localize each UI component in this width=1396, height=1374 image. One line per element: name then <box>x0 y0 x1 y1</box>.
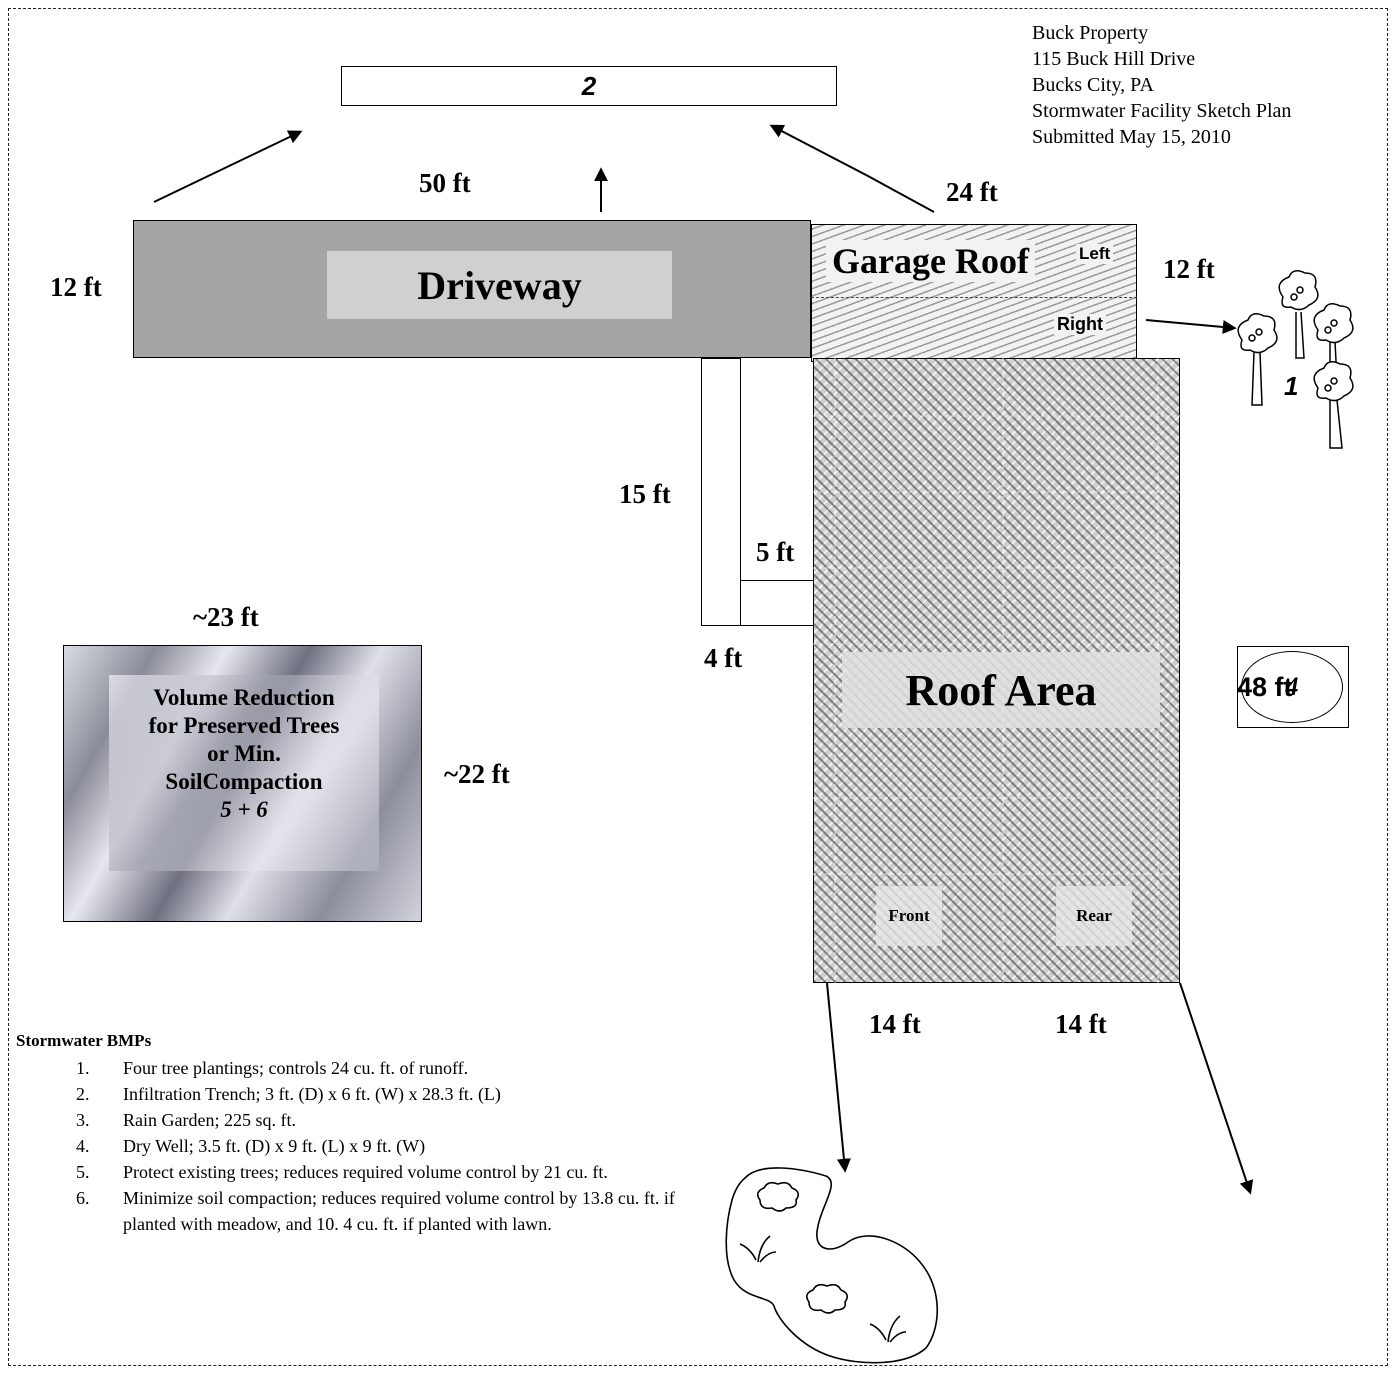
header-block: Buck Property 115 Buck Hill Drive Bucks … <box>1032 20 1291 150</box>
dim-volume-width: ~23 ft <box>193 602 259 632</box>
bmp-legend: Stormwater BMPs 1. Four tree plantings; c… <box>16 1031 716 1237</box>
trench-marker: 2 <box>581 70 597 101</box>
bmp-number: 2. <box>76 1084 90 1104</box>
dry-well-marker: 4 <box>1285 672 1299 701</box>
bmp-list: 1. Four tree plantings; controls 24 cu. f… <box>16 1055 716 1237</box>
flow-arrow-driveway-left <box>153 130 303 203</box>
dim-roof-front-width: 14 ft <box>869 1009 921 1039</box>
bmp-number: 6. <box>76 1188 90 1208</box>
bmp-number: 4. <box>76 1136 90 1156</box>
flow-arrow-to-trees <box>1145 319 1237 334</box>
header-line-submitted: Submitted May 15, 2010 <box>1032 126 1231 148</box>
dim-garage-width: 12 ft <box>1163 254 1215 284</box>
shrub-icon <box>805 1283 849 1314</box>
bmp-number: 3. <box>76 1110 90 1130</box>
bmp-text: Rain Garden; 225 sq. ft. <box>123 1110 296 1130</box>
bmp-text: Protect existing trees; reduces required… <box>123 1162 608 1182</box>
bmp-title: Stormwater BMPs <box>16 1031 152 1050</box>
grass-icon <box>739 1235 777 1263</box>
header-line-address: 115 Buck Hill Drive <box>1032 48 1196 70</box>
roof-area-label: Roof Area <box>842 652 1160 728</box>
volume-line-3: or Min. <box>207 741 281 766</box>
walkway <box>701 358 741 626</box>
dim-step-length: 5 ft <box>756 537 795 567</box>
dim-walkway-width: 4 ft <box>704 643 743 673</box>
bmp-item: 5. Protect existing trees; reduces requir… <box>16 1159 703 1185</box>
garage-roof-label: Garage Roof <box>826 240 1035 282</box>
bmp-item: 6. Minimize soil compaction; reduces requ… <box>16 1185 703 1237</box>
bmp-text: Minimize soil compaction; reduces requir… <box>123 1188 675 1234</box>
tree-icon <box>1278 270 1319 359</box>
header-line-city: Bucks City, PA <box>1032 74 1154 96</box>
trees-icon <box>1237 270 1354 449</box>
bmp-item: 4. Dry Well; 3.5 ft. (D) x 9 ft. (L) x 9 … <box>16 1133 703 1159</box>
dim-volume-height: ~22 ft <box>444 759 510 789</box>
volume-ref: 5 + 6 <box>220 797 268 822</box>
dry-well: 4 <box>1241 651 1343 723</box>
garage-left-label: Left <box>1076 244 1114 264</box>
bmp-text: Infiltration Trench; 3 ft. (D) x 6 ft. (… <box>123 1084 501 1104</box>
bmp-text: Dry Well; 3.5 ft. (D) x 9 ft. (L) x 9 ft… <box>123 1136 426 1156</box>
flow-arrow-garage <box>769 124 935 213</box>
grass-icon <box>869 1315 907 1343</box>
volume-line-4: SoilCompaction <box>165 769 323 794</box>
dim-walkway-length: 15 ft <box>619 479 671 509</box>
bmp-item: 2. Infiltration Trench; 3 ft. (D) x 6 ft.… <box>16 1081 703 1107</box>
flow-arrow-to-dry-well <box>1179 982 1254 1195</box>
garage-right-label: Right <box>1054 314 1106 335</box>
rain-garden-icon <box>725 1167 939 1364</box>
header-line-plan-title: Stormwater Facility Sketch Plan <box>1032 100 1292 122</box>
volume-reduction-inner <box>109 675 379 871</box>
header-line-property: Buck Property <box>1032 22 1149 44</box>
roof-rear-label: Rear <box>1056 886 1132 946</box>
tree-icon <box>1313 361 1354 449</box>
volume-line-2: for Preserved Trees <box>148 713 340 738</box>
bmp-text: Four tree plantings; controls 24 cu. ft.… <box>123 1058 469 1078</box>
garage-roof-divider <box>811 297 1137 298</box>
volume-reduction-label: Volume Reduction for Preserved Trees or … <box>109 684 379 824</box>
driveway-label: Driveway <box>327 251 672 319</box>
tree-icon <box>1237 313 1278 406</box>
dim-driveway-width: 12 ft <box>50 272 102 302</box>
bmp-item: 3. Rain Garden; 225 sq. ft. <box>16 1107 703 1133</box>
bmp-number: 5. <box>76 1162 90 1182</box>
dry-well-box <box>1237 646 1349 728</box>
plan-border <box>8 8 1388 1366</box>
dim-driveway-length: 50 ft <box>419 168 471 198</box>
dim-roof-rear-width: 14 ft <box>1055 1009 1107 1039</box>
bmp-item: 1. Four tree plantings; controls 24 cu. f… <box>16 1055 703 1081</box>
dim-garage-length: 24 ft <box>946 177 998 207</box>
infiltration-trench: 2 <box>341 66 837 106</box>
walkway-step <box>740 580 813 626</box>
shrub-icon <box>756 1181 800 1212</box>
bmp-number: 1. <box>76 1058 90 1078</box>
volume-line-1: Volume Reduction <box>153 685 335 710</box>
roof-front-label: Front <box>876 886 942 946</box>
flow-arrow-to-rain-garden <box>826 982 851 1173</box>
tree-marker: 1 <box>1284 371 1299 401</box>
